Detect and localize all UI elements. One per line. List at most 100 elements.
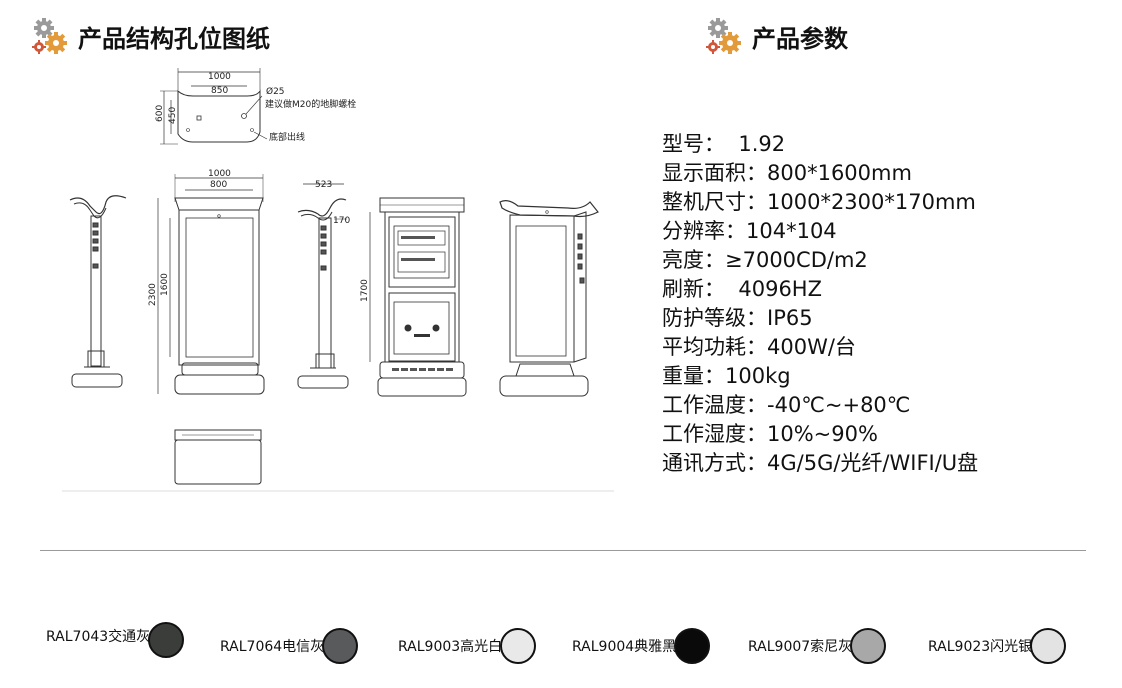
spec-value: 104*104: [746, 219, 837, 243]
dim-top-holes: 850: [211, 86, 228, 96]
bolt-hole: [241, 113, 247, 119]
color-swatch-circle: [322, 628, 359, 664]
spec-value: IP65: [767, 306, 813, 330]
spec-label: 防护等级: [662, 306, 746, 330]
spec-label: 平均功耗: [662, 335, 746, 359]
spec-separator: ：: [746, 190, 767, 214]
spec-row: 整机尺寸：1000*2300*170mm: [662, 188, 978, 217]
dim-top-width: 1000: [208, 72, 231, 82]
spec-separator: ：: [704, 277, 739, 301]
params-section-title: 产品参数: [704, 16, 848, 56]
dim-front-width: 1000: [208, 169, 231, 179]
params-section-title-text: 产品参数: [752, 24, 848, 53]
drawing-section-title-text: 产品结构孔位图纸: [78, 24, 270, 53]
color-swatch: RAL7064电信灰: [220, 628, 359, 664]
color-swatch-circle: [1030, 628, 1067, 664]
section-divider: [40, 550, 1086, 551]
spec-separator: ：: [704, 364, 725, 388]
color-swatch-label: RAL9004典雅黑: [572, 639, 677, 655]
spec-separator: ：: [746, 393, 767, 417]
spec-separator: ：: [746, 422, 767, 446]
side-view: 523 170: [297, 180, 350, 389]
spec-separator: ：: [746, 306, 767, 330]
color-swatch-label: RAL7043交通灰: [46, 629, 151, 645]
spec-label: 分辨率: [662, 219, 725, 243]
spec-row: 防护等级：IP65: [662, 304, 978, 333]
color-swatch-circle: [850, 628, 887, 664]
dim-front-height: 2300: [148, 283, 158, 306]
structure-drawings: 1000 850 600 450 Ø25 建议做M20的地脚螺栓 底部出线: [62, 66, 614, 494]
side-profile-view: [69, 195, 127, 388]
spec-value: 800*1600mm: [767, 161, 912, 185]
spec-label: 亮度: [662, 248, 704, 272]
dim-front-screen-width: 800: [210, 180, 227, 190]
base-bottom-view: [62, 429, 614, 492]
color-swatch: RAL9004典雅黑: [572, 628, 711, 664]
spec-label: 整机尺寸: [662, 190, 746, 214]
spec-label: 通讯方式: [662, 451, 746, 475]
spec-value: 4G/5G/光纤/WIFI/U盘: [767, 451, 979, 475]
spec-separator: ：: [746, 451, 767, 475]
spec-value: 1000*2300*170mm: [767, 190, 976, 214]
note-cable: 底部出线: [269, 131, 305, 143]
color-swatch-label: RAL9007索尼灰: [748, 639, 853, 655]
color-swatch: RAL9007索尼灰: [748, 628, 887, 664]
spec-value: ≥7000CD/m2: [725, 248, 868, 272]
spec-separator: ：: [704, 248, 725, 272]
spec-row: 刷新： 4096HZ: [662, 275, 978, 304]
color-swatch-label: RAL7064电信灰: [220, 639, 325, 655]
color-swatch-label: RAL9023闪光银: [928, 639, 1033, 655]
spec-value: -40℃~+80℃: [767, 393, 911, 417]
dim-side-depth: 523: [315, 180, 332, 190]
spec-row: 工作湿度：10%~90%: [662, 420, 978, 449]
top-view: 1000 850 600 450 Ø25 建议做M20的地脚螺栓 底部出线: [155, 68, 356, 145]
spec-label: 工作湿度: [662, 422, 746, 446]
dim-front-screen-height: 1600: [160, 273, 170, 296]
spec-row: 通讯方式：4G/5G/光纤/WIFI/U盘: [662, 449, 978, 478]
dim-top-depth: 600: [155, 105, 165, 122]
top-plate: [177, 89, 261, 143]
dim-side-top: 170: [333, 216, 350, 226]
gear-icon: [706, 18, 741, 54]
perspective-view: [499, 200, 599, 397]
spec-separator: ：: [725, 219, 746, 243]
spec-label: 型号: [662, 132, 704, 156]
spec-row: 分辨率：104*104: [662, 217, 978, 246]
spec-row: 工作温度：-40℃~+80℃: [662, 391, 978, 420]
spec-label: 刷新: [662, 277, 704, 301]
color-swatch-circle: [148, 622, 185, 658]
back-view: 1700: [360, 197, 467, 397]
spec-label: 工作温度: [662, 393, 746, 417]
color-options: RAL7043交通灰 RAL7064电信灰 RAL9003高光白 RAL9004典雅黑…: [0, 622, 1122, 676]
spec-row: 亮度：≥7000CD/m2: [662, 246, 978, 275]
spec-row: 平均功耗：400W/台: [662, 333, 978, 362]
spec-value: 1.92: [738, 132, 786, 156]
spec-value: 10%~90%: [767, 422, 878, 446]
front-view: 1000 800 2300 1600: [148, 169, 265, 395]
spec-row: 重量：100kg: [662, 362, 978, 391]
structure-drawings-svg: 1000 850 600 450 Ø25 建议做M20的地脚螺栓 底部出线: [62, 68, 614, 492]
spec-separator: ：: [746, 161, 767, 185]
gear-icon: [32, 18, 67, 54]
spec-row: 显示面积：800*1600mm: [662, 159, 978, 188]
spec-value: 4096HZ: [738, 277, 822, 301]
color-swatch-circle: [500, 628, 537, 664]
spec-label: 重量: [662, 364, 704, 388]
color-swatch-circle: [674, 628, 711, 664]
color-swatch-label: RAL9003高光白: [398, 639, 503, 655]
color-swatch: RAL7043交通灰: [46, 622, 185, 658]
drawing-section-title: 产品结构孔位图纸: [30, 16, 270, 56]
spec-label: 显示面积: [662, 161, 746, 185]
color-swatch: RAL9023闪光银: [928, 628, 1067, 664]
dim-back-height: 1700: [360, 279, 370, 302]
note-bolt: 建议做M20的地脚螺栓: [265, 98, 356, 110]
color-swatch: RAL9003高光白: [398, 628, 537, 664]
spec-value: 400W/台: [767, 335, 856, 359]
dim-hole-diameter: Ø25: [266, 86, 285, 97]
dim-top-hole-depth: 450: [168, 107, 178, 124]
spec-separator: ：: [746, 335, 767, 359]
spec-value: 100kg: [725, 364, 791, 388]
spec-separator: ：: [704, 132, 739, 156]
spec-row: 型号： 1.92: [662, 130, 978, 159]
